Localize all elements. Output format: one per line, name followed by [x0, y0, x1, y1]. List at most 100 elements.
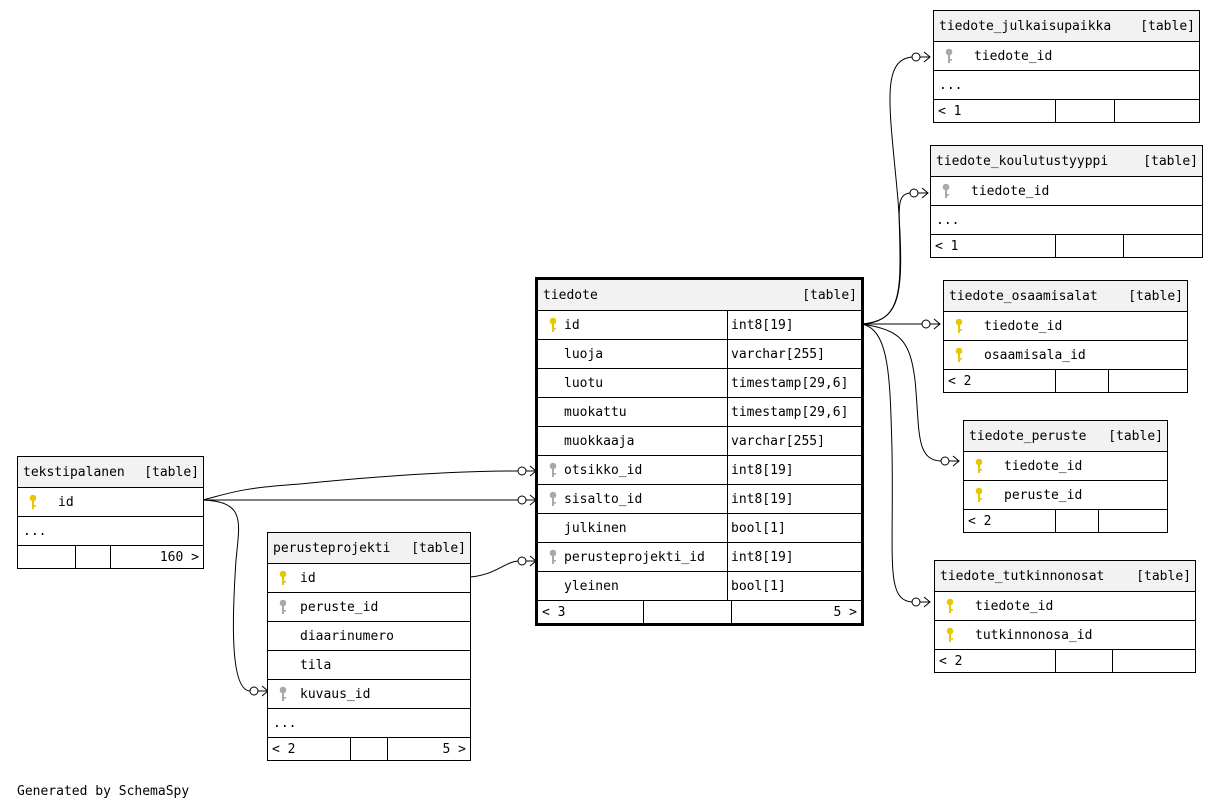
link-tiedote-julkaisupaikka	[861, 56, 913, 325]
column-row-perusteprojekti-id[interactable]: perusteprojekti_id int8[19]	[538, 542, 861, 571]
parents-count[interactable]: < 2	[272, 741, 296, 757]
column-row-tutkinnonosa-id[interactable]: tutkinnonosa_id	[935, 620, 1195, 649]
table-header: tiedote_julkaisupaikka [table]	[934, 11, 1199, 41]
more-columns: ...	[268, 708, 470, 737]
column-row-tila[interactable]: tila	[268, 650, 470, 679]
generated-by-caption: Generated by SchemaSpy	[17, 784, 190, 799]
column-name-cell: tiedote_id	[964, 452, 1167, 480]
parents-count[interactable]: < 3	[542, 604, 566, 620]
column-name-cell: tiedote_id	[935, 592, 1195, 620]
column-name-cell: peruste_id	[964, 481, 1167, 509]
column-row-diaarinumero[interactable]: diaarinumero	[268, 621, 470, 650]
table-tiedote-julkaisupaikka[interactable]: tiedote_julkaisupaikka [table] tiedote_i…	[933, 10, 1200, 123]
column-row-muokattu[interactable]: muokattu timestamp[29,6]	[538, 397, 861, 426]
table-type: [table]	[1136, 568, 1191, 584]
table-footer: < 3 5 >	[538, 600, 861, 623]
column-name-cell: id	[268, 564, 470, 592]
link-tiedote-koulutustyyppi	[861, 192, 911, 325]
table-footer: < 2	[944, 369, 1187, 392]
parents-count[interactable]: < 2	[939, 653, 963, 669]
column-name: luoja	[564, 346, 604, 362]
column-name-cell: kuvaus_id	[268, 680, 470, 708]
column-row-osaamisala-id[interactable]: osaamisala_id	[944, 340, 1187, 369]
column-type: timestamp[29,6]	[727, 398, 861, 426]
foreign-key-icon	[542, 491, 564, 507]
children-count[interactable]: 5 >	[387, 738, 470, 760]
column-row-tiedote-id[interactable]: tiedote_id	[935, 591, 1195, 620]
column-type: int8[19]	[727, 311, 861, 339]
column-name-cell: luoja	[538, 340, 727, 368]
children-count	[1114, 100, 1199, 122]
column-name-cell: sisalto_id	[538, 485, 727, 513]
column-row-tiedote-id[interactable]: tiedote_id	[934, 41, 1199, 70]
column-type: bool[1]	[727, 572, 861, 600]
column-row-id[interactable]: id	[18, 487, 203, 516]
column-row-peruste-id[interactable]: peruste_id	[964, 480, 1167, 509]
column-row-yleinen[interactable]: yleinen bool[1]	[538, 571, 861, 600]
column-type: int8[19]	[727, 456, 861, 484]
column-name-cell: tutkinnonosa_id	[935, 621, 1195, 649]
column-type: bool[1]	[727, 514, 861, 542]
column-row-id[interactable]: id	[268, 563, 470, 592]
column-name: yleinen	[564, 578, 619, 594]
column-name-cell: muokattu	[538, 398, 727, 426]
children-count	[1108, 370, 1187, 392]
table-name: tiedote	[543, 287, 598, 303]
foreign-key-icon	[935, 183, 957, 199]
table-type: [table]	[1128, 288, 1183, 304]
primary-key-icon	[542, 317, 564, 333]
table-tekstipalanen[interactable]: tekstipalanen [table] id ... 160 >	[17, 456, 204, 569]
primary-key-icon	[948, 347, 970, 363]
column-type: timestamp[29,6]	[727, 369, 861, 397]
column-row-tiedote-id[interactable]: tiedote_id	[944, 311, 1187, 340]
column-name: perusteprojekti_id	[564, 549, 705, 565]
table-name: tiedote_julkaisupaikka	[939, 18, 1112, 34]
column-row-tiedote-id[interactable]: tiedote_id	[964, 451, 1167, 480]
table-tiedote-koulutustyyppi[interactable]: tiedote_koulutustyyppi [table] tiedote_i…	[930, 145, 1203, 258]
column-name: muokattu	[564, 404, 627, 420]
column-name: id	[58, 494, 74, 510]
primary-key-icon	[968, 487, 990, 503]
parents-count[interactable]: < 2	[968, 513, 992, 529]
parents-count[interactable]: < 1	[938, 103, 962, 119]
column-row-tiedote-id[interactable]: tiedote_id	[931, 176, 1202, 205]
column-name-cell: peruste_id	[268, 593, 470, 621]
table-tiedote-tutkinnonosat[interactable]: tiedote_tutkinnonosat [table] tiedote_id…	[934, 560, 1196, 673]
table-type: [table]	[1143, 153, 1198, 169]
column-name-cell: tiedote_id	[944, 312, 1187, 340]
table-type: [table]	[1140, 18, 1195, 34]
rows-count	[643, 601, 731, 623]
foreign-key-icon	[542, 462, 564, 478]
rows-count	[1055, 650, 1112, 672]
column-row-peruste-id[interactable]: peruste_id	[268, 592, 470, 621]
column-name-cell: diaarinumero	[268, 622, 470, 650]
column-name: peruste_id	[300, 599, 379, 615]
column-type: int8[19]	[727, 543, 861, 571]
column-name-cell: osaamisala_id	[944, 341, 1187, 369]
children-count[interactable]: 5 >	[731, 601, 861, 623]
link-tiedote-peruste	[861, 323, 942, 462]
table-name: tiedote_tutkinnonosat	[940, 568, 1105, 584]
column-name: tiedote_id	[975, 598, 1054, 614]
column-row-kuvaus-id[interactable]: kuvaus_id	[268, 679, 470, 708]
table-header: perusteprojekti [table]	[268, 533, 470, 563]
parents-count[interactable]: < 1	[935, 238, 959, 254]
children-count[interactable]: 160 >	[110, 546, 203, 568]
link-tekstipalanen-kuvaus	[202, 499, 251, 692]
primary-key-icon	[968, 458, 990, 474]
column-name: id	[300, 570, 316, 586]
table-name: tekstipalanen	[23, 464, 125, 480]
table-name: tiedote_peruste	[969, 428, 1087, 444]
parents-count[interactable]: < 2	[948, 373, 972, 389]
